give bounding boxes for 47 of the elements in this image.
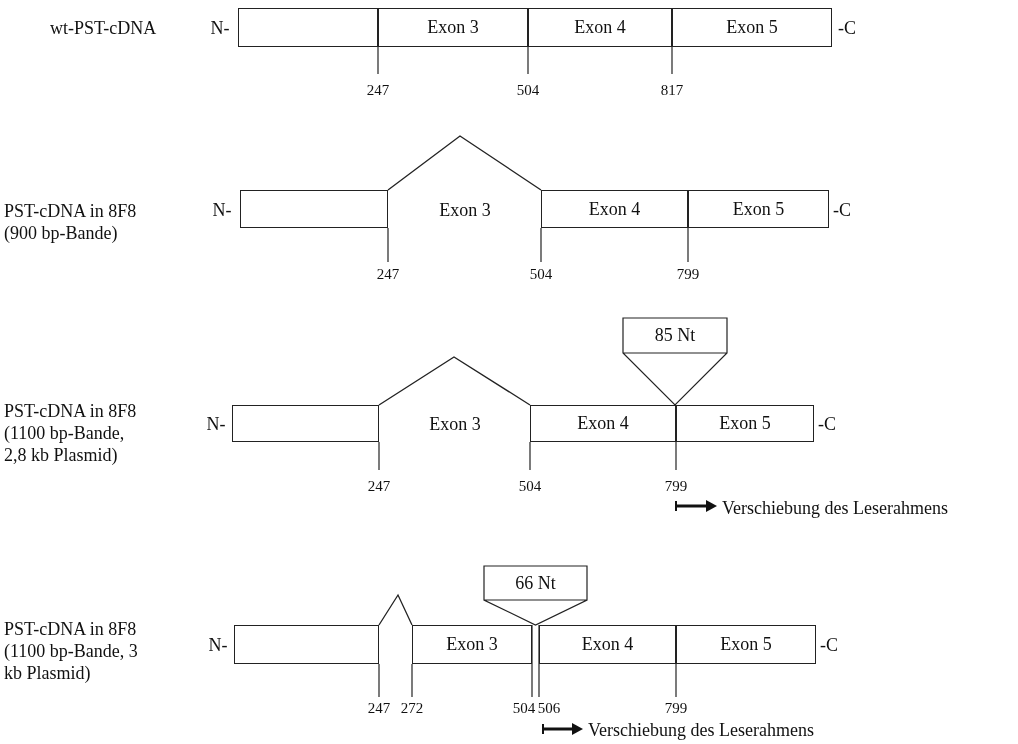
construct-label: PST-cDNA in 8F8 (1100 bp-Bande, 3 kb Plasmid) — [4, 618, 139, 684]
exon-box: Exon 4 — [528, 8, 672, 47]
annotation-label: -C — [838, 17, 856, 39]
exon-box: Exon 5 — [676, 625, 816, 664]
annotation-label: Exon 3 — [429, 413, 481, 435]
exon-segment — [234, 625, 379, 664]
position-number: 799 — [664, 699, 688, 718]
annotation-label: -C — [820, 634, 838, 656]
position-number: 504 — [518, 477, 542, 496]
position-number: 247 — [376, 265, 400, 284]
position-number: 504 — [516, 81, 540, 100]
exon-box: Exon 5 — [676, 405, 814, 442]
exon-segment — [238, 8, 378, 47]
exon-box: Exon 4 — [541, 190, 688, 228]
exon-box: Exon 5 — [672, 8, 832, 47]
annotation-label: N- — [210, 17, 230, 39]
annotation-label: -C — [818, 413, 836, 435]
annotation-label: N- — [208, 634, 228, 656]
exon-box: Exon 5 — [688, 190, 829, 228]
annotation-label: -C — [833, 199, 851, 221]
exon-box: Exon 4 — [539, 625, 676, 664]
construct-label: PST-cDNA in 8F8 (1100 bp-Bande, 2,8 kb Plasmid) — [4, 400, 138, 466]
position-number: 799 — [676, 265, 700, 284]
position-number: 506 — [537, 699, 561, 718]
annotation-label: Verschiebung des Leserahmens — [588, 719, 814, 741]
annotation-label: wt-PST-cDNA — [50, 17, 157, 39]
exon-box: Exon 3 — [412, 625, 532, 664]
position-number: 247 — [367, 477, 391, 496]
construct-label: PST-cDNA in 8F8 (900 bp-Bande) — [4, 200, 138, 244]
exon-segment — [232, 405, 379, 442]
exon-box: Exon 4 — [530, 405, 676, 442]
exon-segment — [240, 190, 388, 228]
splice-line — [378, 356, 531, 406]
position-number: 247 — [367, 699, 391, 718]
exon-box: Exon 3 — [378, 8, 528, 47]
annotation-label: Verschiebung des Leserahmens — [722, 497, 948, 519]
position-number: 504 — [512, 699, 536, 718]
splice-line — [378, 593, 413, 626]
splice-line — [387, 135, 542, 191]
position-number: 247 — [366, 81, 390, 100]
annotation-label: N- — [212, 199, 232, 221]
position-number: 272 — [400, 699, 424, 718]
annotation-label: N- — [206, 413, 226, 435]
position-number: 504 — [529, 265, 553, 284]
annotation-label: Exon 3 — [439, 199, 491, 221]
position-number: 817 — [660, 81, 684, 100]
position-number: 799 — [664, 477, 688, 496]
